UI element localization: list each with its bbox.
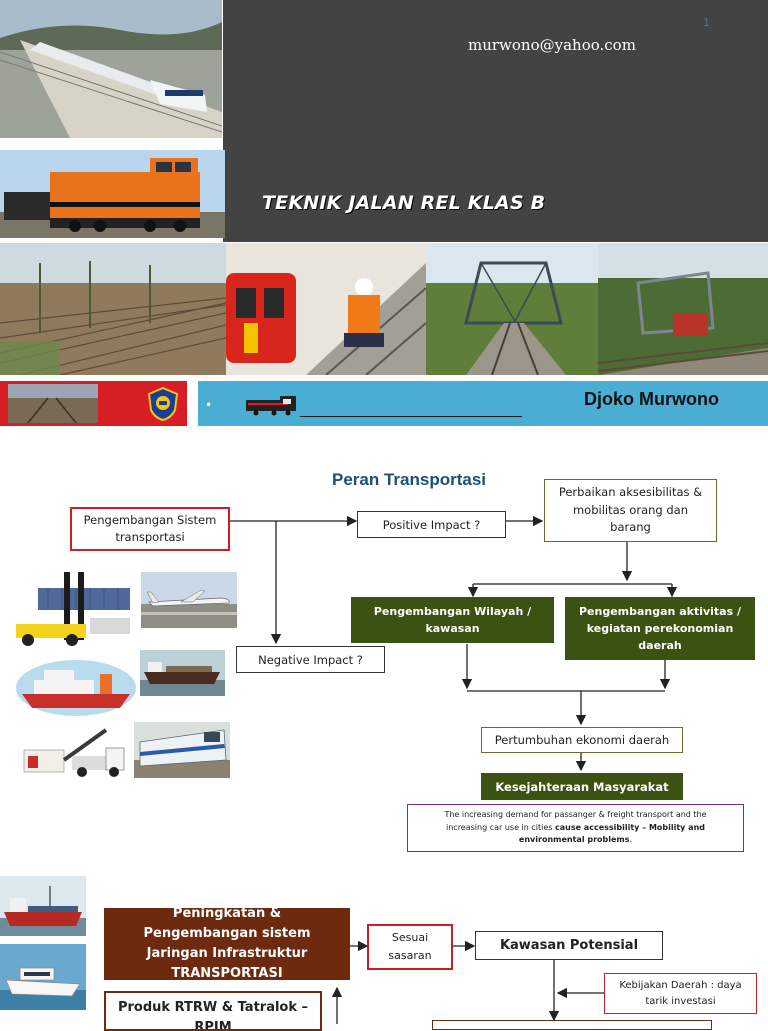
note-bold: cause accessibility – Mobility and envir…	[518, 822, 705, 845]
box-produk-rtrw: Produk RTRW & Tatralok – RPJM	[104, 991, 322, 1031]
photo-passenger-train	[134, 722, 230, 778]
page-number: 1	[703, 16, 710, 29]
box-sesuai-sasaran: Sesuai sasaran	[367, 924, 453, 970]
photo-container-crane	[12, 568, 134, 648]
box-pengembangan-aktivitas: Pengembangan aktivitas / kegiatan pereko…	[565, 597, 755, 660]
photo-airplane	[141, 572, 237, 628]
box-peningkatan: Peningkatan & Pengembangan sistem Jaring…	[104, 906, 350, 981]
box-pengembangan-sistem: Pengembangan Sistem transportasi	[70, 507, 230, 551]
photo-cargo-ship	[140, 650, 225, 696]
slide-1: murwono@yahoo.com 1 TEKNIK JALAN REL KLA…	[0, 0, 768, 428]
note-box: The increasing demand for passanger & fr…	[407, 804, 744, 852]
box-kebijakan-daerah: Kebijakan Daerah : daya tarik investasi	[604, 973, 757, 1014]
photo-train-on-bridge	[598, 243, 768, 375]
train-icon	[244, 394, 300, 416]
author-email[interactable]: murwono@yahoo.com	[468, 36, 636, 54]
author-underline	[300, 416, 522, 417]
photo-locomotive	[0, 150, 225, 238]
box-partial-bottom	[432, 1020, 712, 1030]
box-negative-impact: Negative Impact ?	[236, 646, 385, 673]
box-kawasan-potensial: Kawasan Potensial	[475, 931, 663, 960]
photo-tanker-ship	[0, 876, 86, 936]
bullet: •	[205, 398, 213, 412]
ministry-emblem-icon	[146, 386, 180, 422]
flow-connectors-3	[331, 940, 604, 1024]
note-text: The increasing demand for passanger & fr…	[430, 809, 721, 846]
photo-track-thumb	[8, 384, 98, 423]
note-plain: The increasing demand for passanger & fr…	[444, 810, 707, 832]
presentation-title: TEKNIK JALAN REL KLAS B	[262, 192, 546, 214]
flow-connectors	[230, 515, 678, 772]
slide-title: Peran Transportasi	[332, 470, 487, 489]
photo-rail-yard	[0, 243, 226, 375]
photo-rail-workers	[226, 243, 426, 375]
produk-rtrw-label: Produk RTRW & Tatralok – RPJM	[117, 1000, 309, 1031]
slide-3: Peningkatan & Pengembangan sistem Jaring…	[0, 870, 768, 1031]
box-kesejahteraan: Kesejahteraan Masyarakat	[481, 773, 683, 800]
photo-truck-crane	[14, 726, 128, 780]
photo-ferry	[14, 656, 138, 716]
note-end: .	[629, 835, 633, 845]
box-perbaikan: Perbaikan aksesibilitas & mobilitas oran…	[544, 479, 717, 542]
title-panel	[223, 0, 768, 242]
box-pengembangan-wilayah: Pengembangan Wilayah / kawasan	[351, 597, 554, 643]
author-name: Djoko Murwono	[584, 389, 719, 409]
box-pertumbuhan: Pertumbuhan ekonomi daerah	[481, 727, 683, 753]
slide-2: Peran Transportasi Pengembangan Sistem t…	[0, 432, 768, 862]
photo-speedboat	[0, 944, 86, 1010]
photo-rail-bridge	[426, 243, 598, 375]
box-positive-impact: Positive Impact ?	[357, 511, 506, 538]
photo-bullet-train	[0, 0, 222, 138]
